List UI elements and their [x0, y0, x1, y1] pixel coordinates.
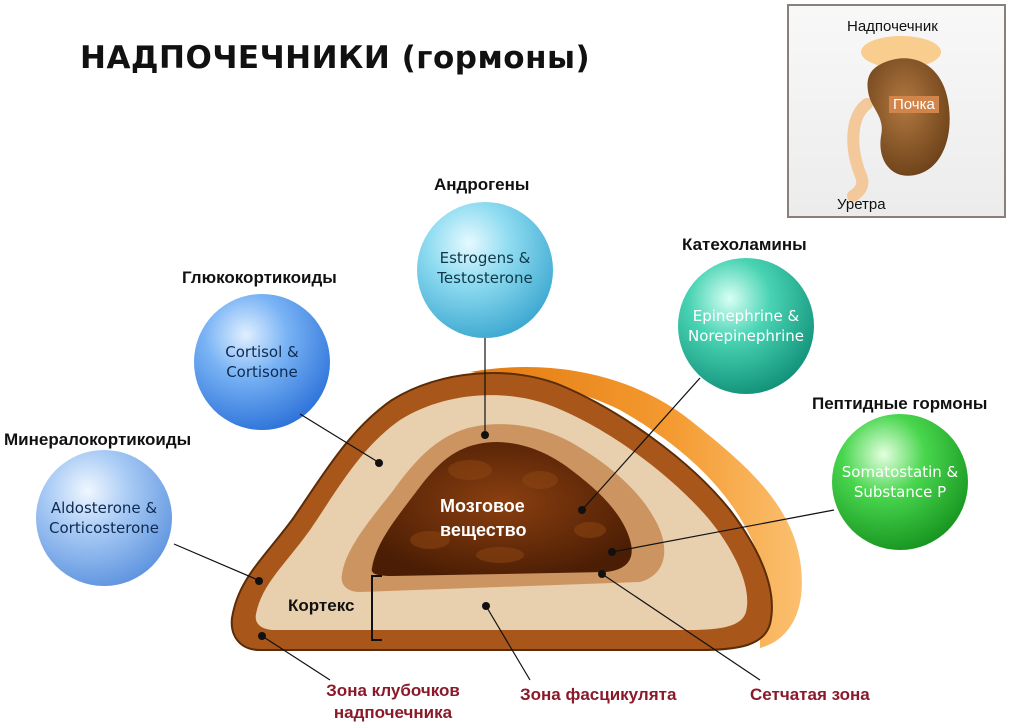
- kidney-illustration: [847, 36, 950, 202]
- catecholamines-bubble: [678, 258, 814, 394]
- kidney-inset: Надпочечник Почка Уретра: [787, 4, 1006, 218]
- cortex-label: Кортекс: [288, 596, 355, 615]
- inset-kidney-label: Почка: [889, 96, 939, 113]
- page-title: НАДПОЧЕЧНИКИ (гормоны): [80, 40, 591, 76]
- mineralocorticoids-hormones: Aldosterone & Corticosterone: [49, 499, 159, 537]
- zone-reticularis-label: Сетчатая зона: [750, 685, 870, 704]
- inset-ureter-label: Уретра: [837, 196, 886, 213]
- inset-adrenal-label: Надпочечник: [847, 18, 938, 35]
- leader-lines: [173, 338, 835, 681]
- androgens-label: Андрогены: [434, 175, 530, 194]
- glucocorticoids-hormones: Cortisol & Cortisone: [225, 343, 299, 381]
- ureter: [847, 98, 873, 202]
- peptides-hormones: Somatostatin & Substance P: [841, 463, 959, 501]
- zone-glomerulosa-label: Зона клубочков надпочечника: [326, 681, 460, 722]
- medulla-label: Мозговое вещество: [440, 496, 527, 540]
- marker-dots: [255, 431, 616, 640]
- androgens-bubble: [417, 202, 553, 338]
- peptides-bubble: [832, 414, 968, 550]
- mineralocorticoids-label: Минералокортикоиды: [4, 430, 192, 449]
- adrenal-cap: [861, 36, 941, 68]
- catecholamines-hormones: Epinephrine & Norepinephrine: [688, 307, 804, 345]
- peptides-label: Пептидные гормоны: [812, 394, 988, 413]
- glucocorticoids-bubble: [194, 294, 330, 430]
- medulla-texture: [410, 460, 606, 563]
- mineralocorticoids-bubble: [36, 450, 172, 586]
- cortex-bracket: [371, 575, 382, 641]
- glucocorticoids-label: Глюкокортикоиды: [182, 268, 337, 287]
- kidney-shape: [867, 58, 950, 176]
- androgens-hormones: Estrogens & Testosterone: [437, 249, 533, 287]
- zone-fasciculata-label: Зона фасцикулята: [520, 685, 677, 704]
- catecholamines-label: Катехоламины: [682, 235, 807, 254]
